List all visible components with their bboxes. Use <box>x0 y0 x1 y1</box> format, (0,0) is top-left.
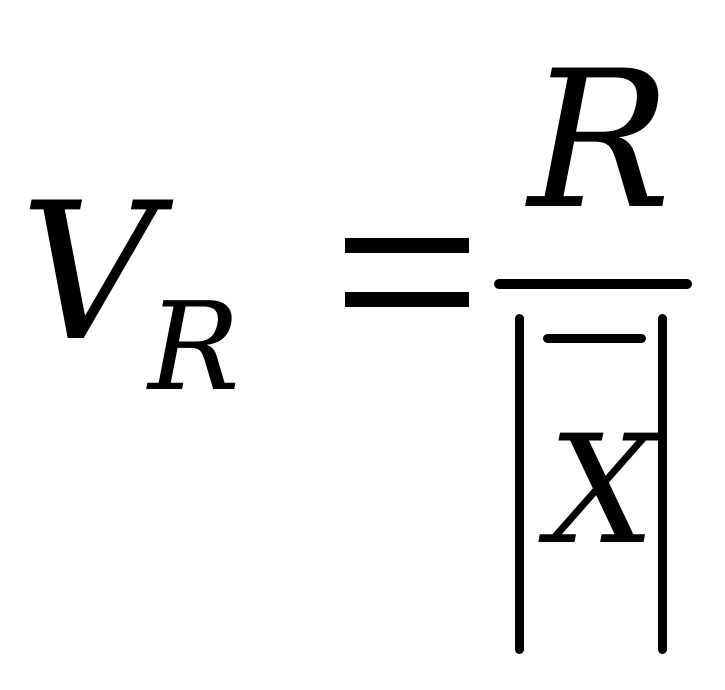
absolute-value-left-bar <box>515 314 524 654</box>
fraction-bar <box>494 279 692 289</box>
vector-overline <box>543 334 646 343</box>
equals-sign-top-stroke <box>345 238 469 253</box>
fraction-denominator: X <box>548 404 655 578</box>
absolute-value-right-bar <box>658 314 667 654</box>
fraction-numerator: R <box>528 30 672 251</box>
lhs-subscript: R <box>148 276 240 418</box>
lhs-symbol: V <box>20 162 158 383</box>
equals-sign-bottom-stroke <box>345 292 469 307</box>
